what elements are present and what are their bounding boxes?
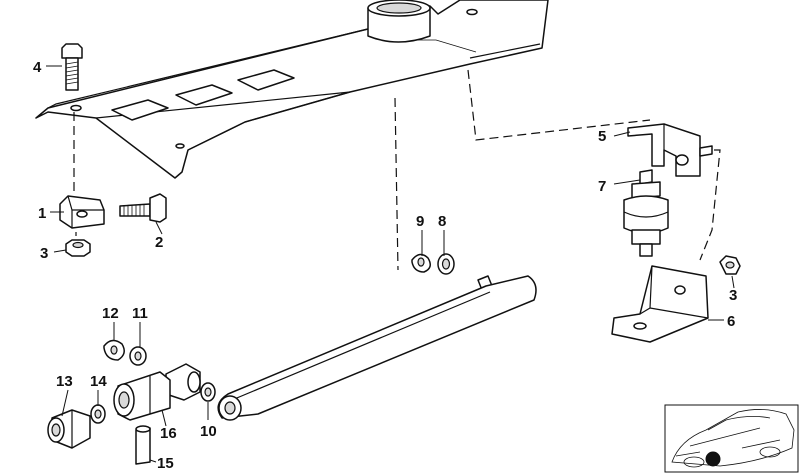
bolt-4 bbox=[61, 43, 83, 91]
nut-3-left bbox=[65, 239, 91, 257]
clamp-block-1 bbox=[59, 195, 105, 229]
heat-shield-plate bbox=[35, 0, 549, 179]
callout-3-right: 3 bbox=[729, 287, 737, 304]
washer-10 bbox=[200, 382, 216, 402]
callout-11: 11 bbox=[132, 305, 148, 322]
nut-3-right bbox=[719, 255, 741, 275]
callout-labels: 4 1 2 3 5 7 9 8 3 6 12 11 13 14 16 10 15 bbox=[33, 59, 737, 472]
shift-opening-boss bbox=[367, 0, 431, 43]
rubber-mount-7 bbox=[623, 169, 669, 257]
location-marker-icon bbox=[705, 451, 721, 467]
ring-14 bbox=[90, 404, 106, 424]
bracket-6 bbox=[611, 265, 709, 343]
bushing-13 bbox=[47, 409, 91, 449]
callout-2: 2 bbox=[155, 234, 163, 251]
bolt-2 bbox=[119, 193, 167, 223]
callout-5: 5 bbox=[598, 128, 606, 145]
callout-16: 16 bbox=[160, 425, 177, 442]
washer-11 bbox=[129, 346, 147, 366]
callout-3-left: 3 bbox=[40, 245, 48, 262]
shift-rod bbox=[217, 275, 537, 421]
callout-8: 8 bbox=[438, 213, 446, 230]
alignment-lines bbox=[73, 69, 721, 271]
callout-14: 14 bbox=[90, 373, 107, 390]
car-location-thumbnail bbox=[664, 404, 799, 473]
circlip-9 bbox=[411, 253, 431, 273]
callout-10: 10 bbox=[200, 423, 217, 440]
bracket-5 bbox=[627, 123, 713, 177]
callout-6: 6 bbox=[727, 313, 735, 330]
callout-4: 4 bbox=[33, 59, 42, 76]
leader-lines bbox=[46, 65, 735, 463]
washer-8 bbox=[437, 253, 455, 275]
callout-7: 7 bbox=[598, 178, 606, 195]
circlip-12 bbox=[103, 339, 125, 361]
callout-1: 1 bbox=[38, 205, 46, 222]
callout-15: 15 bbox=[157, 455, 174, 472]
callout-13: 13 bbox=[56, 373, 73, 390]
pin-15 bbox=[135, 425, 151, 465]
callout-9: 9 bbox=[416, 213, 424, 230]
callout-12: 12 bbox=[102, 305, 119, 322]
joint-16 bbox=[113, 363, 201, 421]
